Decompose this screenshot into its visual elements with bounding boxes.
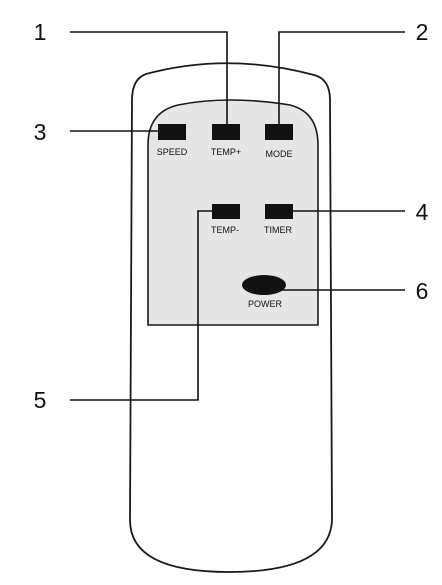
callout-number-2: 2 xyxy=(416,19,429,45)
temp-plus-button[interactable] xyxy=(212,124,240,140)
callout-number-3: 3 xyxy=(34,119,47,145)
temp-minus-button-label: TEMP- xyxy=(211,225,239,235)
mode-button[interactable] xyxy=(265,124,293,140)
leader-line-5 xyxy=(70,210,212,401)
callout-number-1: 1 xyxy=(34,19,47,45)
leader-line-2 xyxy=(278,31,405,125)
speed-button[interactable] xyxy=(158,124,186,140)
power-button-label: POWER xyxy=(248,299,283,309)
timer-button-label: TIMER xyxy=(264,225,292,235)
mode-button-label: MODE xyxy=(266,149,293,159)
temp-plus-button-label: TEMP+ xyxy=(211,147,241,157)
callout-number-6: 6 xyxy=(416,278,429,304)
callout-number-4: 4 xyxy=(416,199,429,225)
leader-line-1 xyxy=(70,31,228,125)
timer-button[interactable] xyxy=(265,204,293,219)
temp-minus-button[interactable] xyxy=(212,204,240,219)
callout-number-5: 5 xyxy=(34,387,47,413)
speed-button-label: SPEED xyxy=(157,147,188,157)
power-button[interactable] xyxy=(242,275,286,295)
